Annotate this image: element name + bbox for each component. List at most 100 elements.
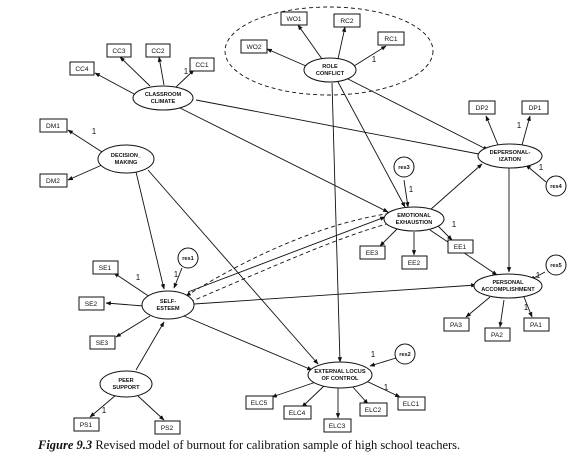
- indicator-elc3: ELC3: [323, 418, 352, 433]
- svg-text:1: 1: [384, 383, 389, 392]
- svg-text:1: 1: [174, 270, 179, 279]
- svg-text:1: 1: [371, 350, 376, 359]
- classroom-climate-label-1: CLASSROOM: [145, 92, 182, 98]
- latent-decision-making: DECISION_ MAKING: [97, 144, 155, 174]
- svg-text:1: 1: [452, 220, 457, 229]
- svg-text:res4: res4: [550, 184, 562, 190]
- latent-role-conflict: ROLE CONFLICT: [303, 57, 357, 83]
- indicator-se2: SE2: [78, 296, 105, 311]
- indicator-rc1: RC1: [377, 31, 405, 46]
- svg-text:1: 1: [136, 273, 141, 282]
- svg-text:WO2: WO2: [246, 44, 261, 51]
- svg-text:RC2: RC2: [340, 18, 354, 25]
- svg-text:DM2: DM2: [46, 178, 60, 185]
- indicator-ee3: EE3: [359, 245, 386, 260]
- svg-text:DP2: DP2: [476, 105, 489, 112]
- indicator-elc4: ELC4: [283, 405, 312, 420]
- svg-text:1: 1: [536, 271, 541, 280]
- latent-external-locus: EXTERNAL LOCUS OF CONTROL: [307, 361, 373, 389]
- svg-text:PA2: PA2: [491, 332, 503, 339]
- residual-res2: res2: [394, 343, 416, 365]
- indicator-elc2: ELC2: [359, 402, 388, 417]
- residual-res5: res5: [545, 254, 567, 276]
- svg-text:SE3: SE3: [96, 340, 109, 347]
- correlation-curve-outer: [185, 211, 393, 297]
- svg-text:PS2: PS2: [161, 425, 174, 432]
- svg-text:EE2: EE2: [408, 260, 421, 267]
- latent-emotional-exhaustion: EMOTIONAL EXHAUSTION: [383, 206, 445, 232]
- svg-text:CC2: CC2: [151, 48, 165, 55]
- external-locus-label-2: OF CONTROL: [322, 376, 360, 382]
- svg-text:1: 1: [92, 127, 97, 136]
- svg-text:res3: res3: [398, 165, 410, 171]
- indicator-cc4: CC4: [69, 61, 95, 76]
- personal-accomplishment-label-2: ACCOMPLISHMENT: [481, 287, 535, 293]
- svg-text:1: 1: [184, 67, 189, 76]
- indicator-ee2: EE2: [401, 255, 428, 270]
- figure-caption-text: Revised model of burnout for calibration…: [95, 438, 461, 452]
- indicator-wo2: WO2: [240, 39, 268, 54]
- svg-text:SE2: SE2: [85, 301, 98, 308]
- svg-text:PA1: PA1: [530, 322, 542, 329]
- svg-text:RC1: RC1: [384, 36, 398, 43]
- emotional-exhaustion-label-2: EXHAUSTION: [396, 220, 433, 226]
- indicator-pa2: PA2: [484, 327, 511, 342]
- classroom-climate-label-2: CLIMATE: [151, 99, 176, 105]
- indicator-se1: SE1: [92, 260, 119, 275]
- svg-text:CC4: CC4: [75, 66, 89, 73]
- depersonalization-label-1: DEPERSONAL-: [490, 150, 531, 156]
- correlation-curve-inner: [189, 221, 395, 303]
- svg-text:ELC4: ELC4: [289, 410, 306, 417]
- role-conflict-group-outline: [224, 6, 434, 96]
- role-conflict-label-1: ROLE: [322, 64, 338, 70]
- role-conflict-label-2: CONFLICT: [316, 71, 345, 77]
- latent-classroom-climate: CLASSROOM CLIMATE: [132, 85, 194, 111]
- indicator-dp1: DP1: [521, 100, 549, 115]
- svg-text:ELC5: ELC5: [251, 400, 268, 407]
- residual-res3: res3: [393, 156, 415, 178]
- svg-text:res5: res5: [550, 263, 562, 269]
- svg-text:CC3: CC3: [112, 48, 126, 55]
- svg-text:res1: res1: [182, 256, 194, 262]
- indicator-rc2: RC2: [333, 13, 361, 28]
- svg-text:SE1: SE1: [99, 265, 112, 272]
- svg-text:1: 1: [409, 185, 414, 194]
- decision-making-label-2: MAKING: [115, 160, 138, 166]
- indicator-cc1: CC1: [189, 57, 215, 72]
- peer-support-label-2: SUPPORT: [112, 385, 140, 391]
- svg-text:1: 1: [517, 121, 522, 130]
- indicator-pa3: PA3: [443, 317, 470, 332]
- svg-text:res2: res2: [399, 352, 411, 358]
- latent-self-esteem: SELF- ESTEEM: [141, 290, 195, 320]
- residual-res4: res4: [545, 175, 567, 197]
- indicator-cc2: CC2: [145, 43, 171, 58]
- svg-text:1: 1: [372, 55, 377, 64]
- indicator-dm1: DM1: [39, 118, 68, 133]
- figure-caption: Figure 9.3 Revised model of burnout for …: [38, 438, 578, 453]
- svg-text:ELC2: ELC2: [365, 407, 382, 414]
- self-esteem-label-1: SELF-: [160, 299, 176, 305]
- indicator-ee1: EE1: [447, 239, 474, 254]
- decision-making-label-1: DECISION_: [111, 153, 142, 159]
- svg-text:EE3: EE3: [366, 250, 379, 257]
- indicator-ps1: PS1: [73, 417, 100, 432]
- svg-text:PA3: PA3: [450, 322, 462, 329]
- peer-support-label-1: PEER: [118, 378, 133, 384]
- indicator-cc3: CC3: [106, 43, 132, 58]
- latent-depersonalization: DEPERSONAL- IZATION: [477, 143, 543, 169]
- svg-text:ELC1: ELC1: [403, 401, 420, 408]
- depersonalization-label-2: IZATION: [499, 157, 521, 163]
- indicator-ps2: PS2: [154, 420, 181, 435]
- indicator-elc1: ELC1: [397, 396, 426, 411]
- external-locus-label-1: EXTERNAL LOCUS: [314, 369, 365, 375]
- svg-text:1: 1: [539, 163, 544, 172]
- svg-text:1: 1: [524, 303, 529, 312]
- fixed-loading-labels: 1 1 1 1 1 1 1 1 1 1 1 1 1 1: [92, 55, 544, 415]
- svg-text:PS1: PS1: [80, 422, 93, 429]
- figure-label: Figure 9.3: [38, 438, 93, 452]
- measurement-paths: [67, 24, 533, 421]
- svg-text:DP1: DP1: [529, 105, 542, 112]
- svg-text:1: 1: [102, 406, 107, 415]
- indicator-pa1: PA1: [523, 317, 550, 332]
